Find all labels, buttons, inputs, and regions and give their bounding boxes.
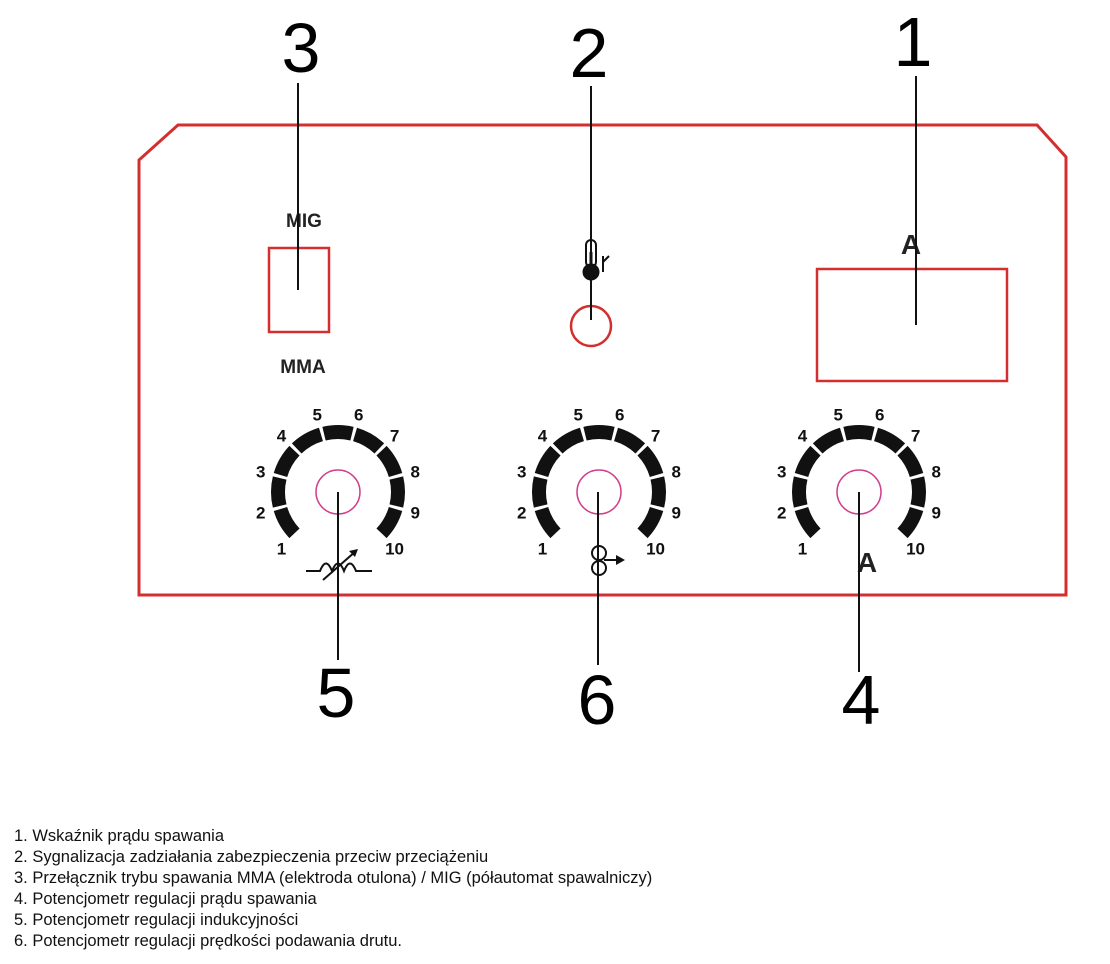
dial-scale-segment bbox=[794, 507, 821, 539]
dial-tick-label: 6 bbox=[875, 406, 884, 425]
dial-tick-label: 4 bbox=[277, 426, 287, 445]
dial-tick-label: 4 bbox=[798, 426, 808, 445]
dial-tick-label: 1 bbox=[277, 540, 286, 559]
dial-scale-segment bbox=[583, 425, 615, 441]
dial-tick-label: 9 bbox=[672, 504, 681, 523]
dial-scale-segment bbox=[794, 445, 821, 477]
switch-label-mig: MIG bbox=[286, 211, 322, 232]
display-unit-label: A bbox=[901, 229, 921, 260]
wire-feed-icon bbox=[591, 545, 625, 576]
dial-tick-label: 7 bbox=[651, 426, 660, 445]
current-display bbox=[815, 267, 1009, 383]
dial-scale-segment bbox=[614, 427, 646, 454]
dial-tick-label: 10 bbox=[385, 540, 404, 559]
dial-scale-segment bbox=[637, 507, 664, 539]
dial-tick-label: 6 bbox=[615, 406, 624, 425]
legend-list: 1. Wskaźnik prądu spawania 2. Sygnalizac… bbox=[14, 826, 652, 952]
thermometer-icon bbox=[582, 239, 610, 281]
legend-item-2: 2. Sygnalizacja zadziałania zabezpieczen… bbox=[14, 848, 489, 866]
legend-item-4: 4. Potencjometr regulacji prądu spawania bbox=[14, 890, 317, 908]
dial-scale-segment bbox=[637, 445, 664, 477]
legend-item-5: 5. Potencjometr regulacji indukcyjności bbox=[14, 911, 299, 929]
dial-scale-segment bbox=[273, 507, 300, 539]
callout-6: 6 bbox=[578, 661, 617, 739]
dial-scale-segment bbox=[534, 445, 561, 477]
dial-scale-segment bbox=[322, 425, 354, 441]
dial-scale-segment bbox=[389, 476, 405, 508]
callout-4: 4 bbox=[842, 661, 881, 739]
dial-tick-label: 9 bbox=[932, 504, 941, 523]
dial-tick-label: 5 bbox=[313, 406, 322, 425]
dial-scale-segment bbox=[792, 476, 808, 508]
dial-tick-label: 10 bbox=[906, 540, 925, 559]
dial-scale-segment bbox=[353, 427, 385, 454]
legend-item-6: 6. Potencjometr regulacji prędkości poda… bbox=[14, 932, 402, 950]
dial-scale-segment bbox=[812, 427, 844, 454]
legend-item-3: 3. Przełącznik trybu spawania MMA (elekt… bbox=[14, 869, 653, 887]
dial-scale-segment bbox=[843, 425, 875, 441]
dial-tick-label: 3 bbox=[256, 462, 265, 481]
dial-scale-segment bbox=[897, 507, 924, 539]
dial-tick-label: 8 bbox=[672, 462, 681, 481]
dial-scale-segment bbox=[897, 445, 924, 477]
dial-scale-segment bbox=[376, 445, 403, 477]
callout-5: 5 bbox=[317, 654, 356, 732]
dial-tick-label: 8 bbox=[411, 462, 420, 481]
dial-tick-label: 7 bbox=[911, 426, 920, 445]
dial-tick-label: 2 bbox=[517, 504, 526, 523]
callout-2: 2 bbox=[570, 14, 609, 92]
dial-tick-label: 1 bbox=[538, 540, 547, 559]
dial-scale-segment bbox=[273, 445, 300, 477]
dial-scale-segment bbox=[270, 476, 287, 508]
callout-3: 3 bbox=[282, 9, 321, 87]
dial-tick-label: 10 bbox=[646, 540, 665, 559]
dial-scale-segment bbox=[532, 476, 548, 508]
panel-outline bbox=[137, 123, 1068, 597]
dial-tick-label: 8 bbox=[932, 462, 941, 481]
dial-tick-label: 1 bbox=[798, 540, 807, 559]
legend-item-1: 1. Wskaźnik prądu spawania bbox=[14, 827, 225, 845]
dial-tick-label: 7 bbox=[390, 426, 399, 445]
dial-scale-segment bbox=[910, 476, 926, 508]
dial-scale-segment bbox=[534, 507, 561, 539]
current-knob-unit-label: A bbox=[857, 547, 877, 578]
dial-tick-label: 3 bbox=[517, 462, 526, 481]
dial-tick-label: 9 bbox=[411, 504, 420, 523]
dial-scale-segment bbox=[552, 427, 584, 454]
dial-tick-label: 5 bbox=[834, 406, 843, 425]
dial-tick-label: 4 bbox=[538, 426, 548, 445]
dial-tick-label: 2 bbox=[256, 504, 265, 523]
dial-scale-segment bbox=[291, 427, 323, 454]
dial-tick-label: 6 bbox=[354, 406, 363, 425]
dial-scale-segment bbox=[650, 476, 666, 508]
dial-scale-segment bbox=[874, 427, 906, 454]
dial-tick-label: 5 bbox=[574, 406, 583, 425]
dial-tick-label: 3 bbox=[777, 462, 786, 481]
dial-scale-segment bbox=[376, 507, 403, 539]
callout-1: 1 bbox=[894, 3, 933, 81]
dial-tick-label: 2 bbox=[777, 504, 786, 523]
switch-label-mma: MMA bbox=[280, 357, 326, 378]
